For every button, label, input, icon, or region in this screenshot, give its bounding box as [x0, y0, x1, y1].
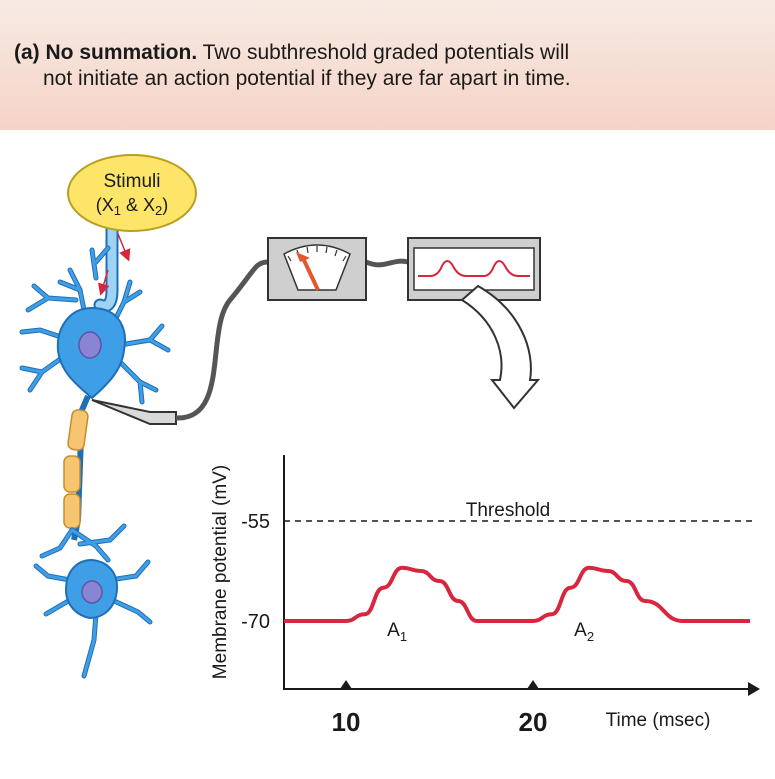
x-tick-label: 20 — [519, 707, 548, 737]
neuron-lower — [33, 523, 153, 679]
x-tick-mark — [340, 680, 352, 689]
x-axis-label: Time (msec) — [606, 710, 711, 731]
voltmeter-icon — [267, 237, 367, 301]
myelin-segment — [63, 493, 81, 529]
nucleus-upper — [78, 331, 102, 359]
recording-electrode — [91, 258, 409, 425]
membrane-potential-chart: Threshold -55 -70 Membrane potential (mV… — [210, 455, 760, 737]
stimuli-subtitle: (X1 & X2) — [96, 195, 168, 218]
threshold-label: Threshold — [466, 500, 551, 521]
y-axis-label: Membrane potential (mV) — [210, 465, 231, 679]
peak-label-a1: A1 — [387, 620, 407, 644]
stimuli-bubble: Stimuli (X1 & X2) — [67, 154, 197, 232]
y-tick-label: -55 — [241, 511, 270, 533]
oscilloscope-icon — [407, 237, 541, 301]
stimuli-title: Stimuli — [103, 171, 160, 192]
presynaptic-stimulus-terminal — [93, 203, 131, 313]
caption-lead: (a) No summation. — [14, 41, 198, 64]
zoom-arrow-icon — [460, 284, 541, 410]
figure-caption: (a) No summation. Two subthreshold grade… — [14, 40, 754, 92]
neuron-upper — [19, 245, 171, 405]
nucleus-lower — [81, 580, 103, 604]
myelin-segment — [63, 455, 81, 493]
x-tick-label: 10 — [332, 707, 361, 737]
x-axis-arrowhead — [748, 682, 760, 696]
caption-line2: not initiate an action potential if they… — [43, 67, 571, 90]
peak-label-a2: A2 — [574, 620, 594, 644]
axon — [63, 394, 91, 541]
header-band — [0, 0, 775, 130]
caption-line1: Two subthreshold graded potentials will — [197, 41, 570, 64]
membrane-potential-trace — [284, 565, 750, 623]
x-tick-mark — [527, 680, 539, 689]
y-tick-label: -70 — [241, 611, 270, 633]
myelin-segment — [67, 409, 89, 451]
